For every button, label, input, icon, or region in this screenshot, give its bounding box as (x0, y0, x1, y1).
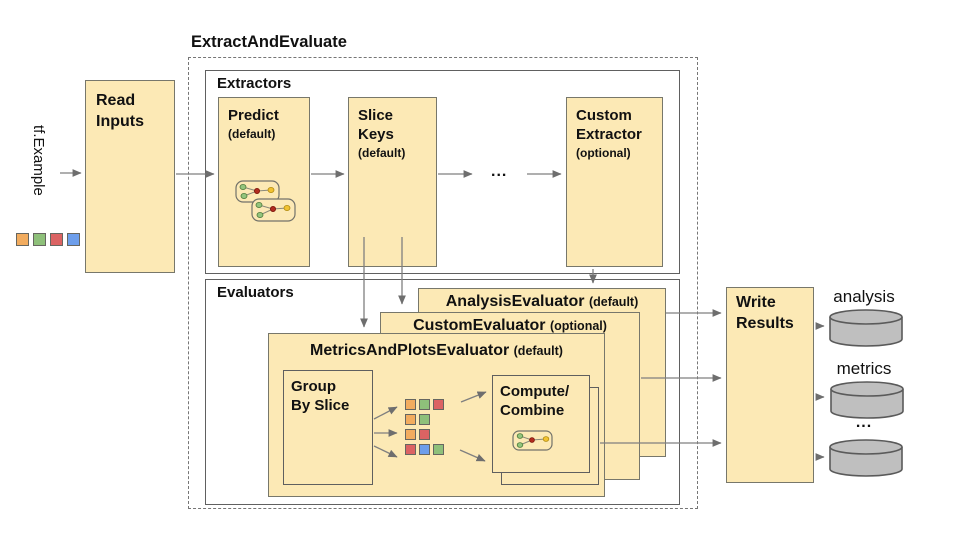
slice-squares-row (405, 414, 444, 426)
extractors-section-label: Extractors (217, 75, 292, 92)
red-square (405, 444, 416, 455)
green-square (433, 444, 444, 455)
red-square (433, 399, 444, 410)
slice-keys-qualifier: (default) (358, 145, 406, 160)
more-database-icon (829, 439, 903, 477)
analysis-evaluator-qualifier: (default) (588, 295, 639, 309)
compute-graph-icon (512, 430, 553, 451)
compute-combine-label-line2: Combine (500, 401, 565, 419)
slice-squares-row (405, 444, 444, 456)
input-squares (16, 233, 80, 246)
extractors-section: Extractors (205, 70, 680, 274)
custom-extractor-label: Custom Extractor (576, 107, 642, 143)
red-square (419, 429, 430, 440)
analysis-evaluator-label: AnalysisEvaluator (445, 293, 585, 310)
extractors-ellipsis: ... (491, 163, 508, 180)
blue-square (67, 233, 80, 246)
slice-keys-label: Slice Keys (358, 107, 394, 143)
metrics-evaluator-label: MetricsAndPlotsEvaluator (310, 342, 510, 359)
slice-keys-box: Slice Keys (default) (348, 97, 437, 267)
group-by-slice-label: Group By Slice (291, 378, 350, 414)
orange-square (405, 399, 416, 410)
blue-square (419, 444, 430, 455)
evaluators-section-label: Evaluators (217, 284, 294, 301)
tf-example-label: tf.Example (30, 125, 47, 196)
predict-qualifier: (default) (228, 126, 276, 141)
custom-extractor-qualifier: (optional) (576, 145, 631, 160)
analysis-database-icon (829, 309, 903, 347)
extract-and-evaluate-group (188, 57, 698, 509)
evaluators-section: Evaluators (205, 279, 680, 505)
analysis-store-label: analysis (833, 287, 895, 306)
page-title: ExtractAndEvaluate (191, 33, 347, 51)
read-inputs-label: Read Inputs (96, 92, 144, 130)
orange-square (405, 429, 416, 440)
green-square (419, 414, 430, 425)
metrics-database-icon (830, 381, 904, 419)
custom-evaluator-label: CustomEvaluator (413, 317, 546, 334)
metrics-store-label: metrics (836, 359, 892, 378)
predict-label: Predict (228, 107, 279, 124)
slice-squares-grid (405, 399, 444, 456)
predict-graph-icon (235, 180, 296, 222)
compute-combine-box: Compute/ Combine (492, 375, 590, 473)
red-square (50, 233, 63, 246)
green-square (419, 399, 430, 410)
green-square (33, 233, 46, 246)
metrics-evaluator-qualifier: (default) (513, 344, 563, 358)
compute-combine-label-line1: Compute/ (500, 383, 570, 400)
write-results-label: Write Results (736, 294, 794, 332)
outputs-ellipsis: ... (855, 414, 873, 431)
orange-square (405, 414, 416, 425)
slice-squares-row (405, 429, 444, 441)
write-results-box: Write Results (726, 287, 814, 483)
orange-square (16, 233, 29, 246)
custom-evaluator-qualifier: (optional) (549, 319, 607, 333)
group-by-slice-box: Group By Slice (283, 370, 373, 485)
read-inputs-box: Read Inputs (85, 80, 175, 273)
custom-extractor-box: Custom Extractor (optional) (566, 97, 663, 267)
slice-squares-row (405, 399, 444, 411)
